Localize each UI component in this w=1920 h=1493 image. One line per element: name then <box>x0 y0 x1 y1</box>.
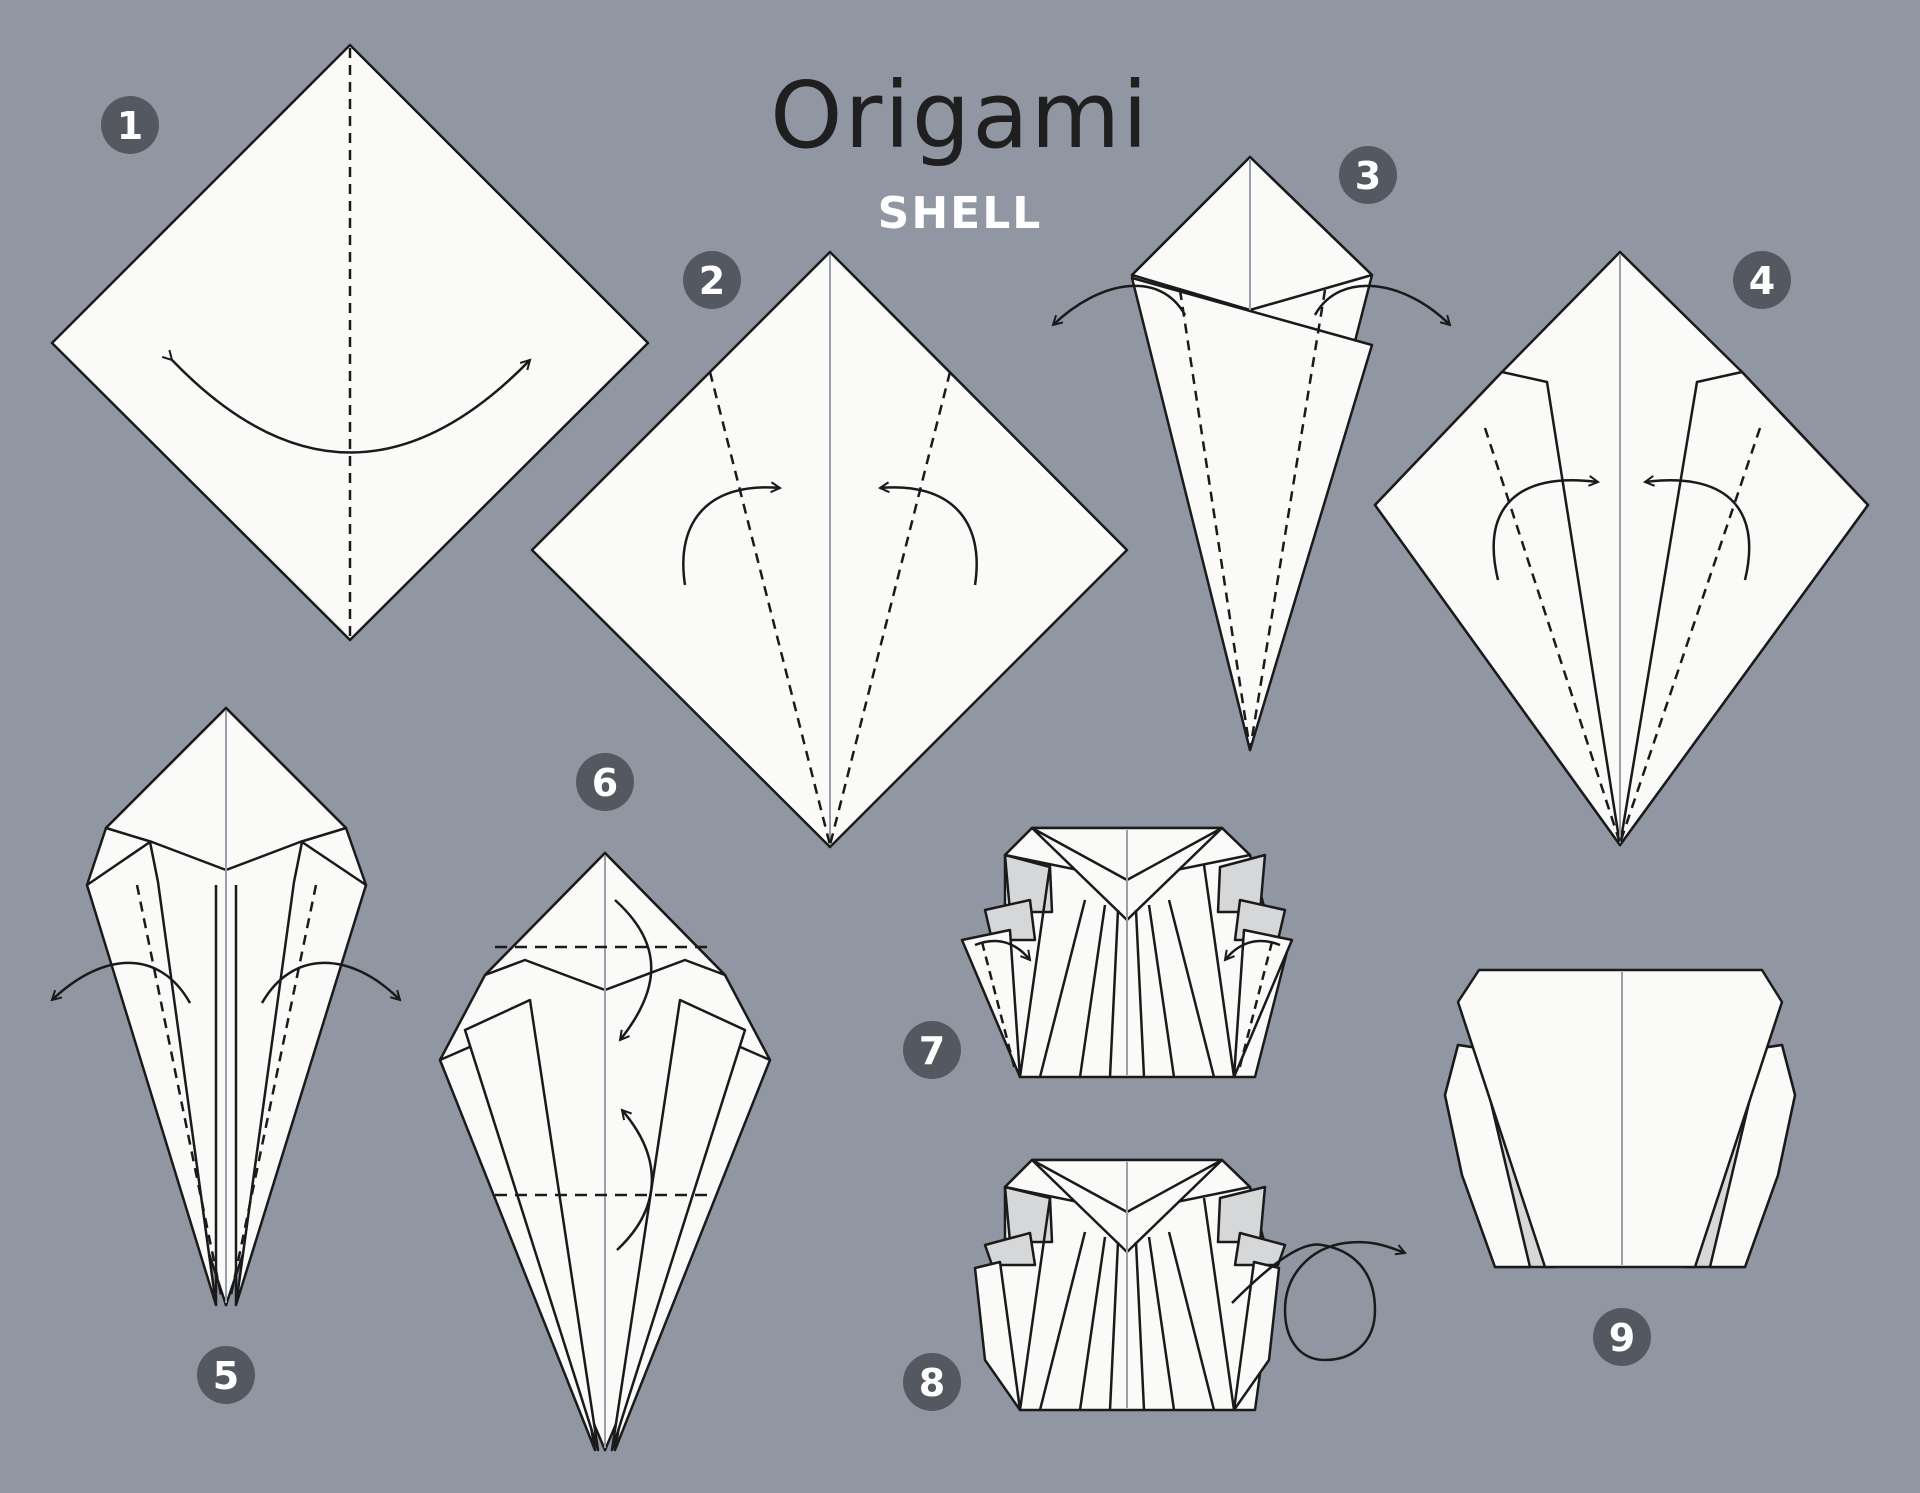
bottom-fold-arrow <box>616 1110 653 1251</box>
left-fold-arrow <box>974 939 1030 960</box>
fold-unfold-arrow <box>172 360 530 454</box>
step-badge-5: 5 <box>197 1346 255 1404</box>
turn-over-arrow <box>1231 1240 1405 1362</box>
right-fold-arrow <box>1225 939 1281 960</box>
right-edge-4 <box>1134 909 1146 1078</box>
left-fold-line <box>980 941 1017 1071</box>
step-badge-2: 2 <box>683 251 741 309</box>
right-fold-line <box>228 884 318 1301</box>
step-badge-1: 1 <box>101 96 159 154</box>
left-fold-line <box>1483 427 1622 844</box>
step-badge-4: 4 <box>1733 251 1791 309</box>
left-outer-flap <box>960 928 1022 1079</box>
left-edge-2 <box>1038 1231 1087 1411</box>
right-fold-line <box>1237 941 1274 1071</box>
step-9-diagram <box>1443 968 1797 1269</box>
step-5-diagram <box>52 706 400 1307</box>
step-badge-7: 7 <box>903 1021 961 1079</box>
page-subtitle: SHELL <box>877 188 1043 239</box>
right-shadow-upper <box>1216 853 1267 914</box>
step-badge-9: 9 <box>1593 1308 1651 1366</box>
svg-text:9: 9 <box>1609 1316 1635 1360</box>
left-fold-line <box>135 884 224 1301</box>
right-edge-1 <box>1202 864 1236 1078</box>
left-edge-3 <box>1078 904 1107 1078</box>
step-badge-6: 6 <box>576 753 634 811</box>
step-7-diagram <box>960 826 1294 1079</box>
step-2-diagram <box>530 250 1129 849</box>
svg-text:5: 5 <box>213 1354 239 1398</box>
svg-text:2: 2 <box>699 259 725 303</box>
right-edge-3 <box>1147 904 1176 1078</box>
right-shadow-upper <box>1216 1185 1267 1244</box>
right-edge-4 <box>1134 1241 1146 1411</box>
left-unfold-arrow <box>52 961 192 1004</box>
step-badge-8: 8 <box>903 1353 961 1411</box>
svg-text:3: 3 <box>1355 154 1381 198</box>
left-edge-1 <box>1018 1197 1052 1411</box>
left-shadow-lower <box>983 898 1037 942</box>
left-shadow-lower <box>983 1231 1037 1267</box>
page-title: Origami <box>770 62 1150 169</box>
left-unfold-arrow <box>1053 284 1187 325</box>
svg-text:1: 1 <box>117 104 143 148</box>
right-shadow-lower <box>1233 1231 1287 1267</box>
right-edge-2 <box>1167 899 1216 1078</box>
svg-text:7: 7 <box>919 1029 945 1073</box>
right-edge-1 <box>1202 1197 1236 1411</box>
right-fold-line <box>1248 289 1327 751</box>
left-edge-1 <box>1018 864 1052 1078</box>
right-fold-line <box>828 371 952 846</box>
left-fold-line <box>708 371 832 846</box>
shell-front <box>1456 968 1784 1269</box>
left-edge-4 <box>1108 909 1120 1078</box>
left-fold-arrow <box>682 487 780 586</box>
right-edge-3 <box>1147 1236 1176 1411</box>
right-flap <box>234 840 368 1307</box>
right-outer-flap <box>1232 928 1294 1079</box>
left-flap <box>85 840 218 1307</box>
left-edge-4 <box>1108 1241 1120 1411</box>
right-flap <box>1618 370 1870 847</box>
step-4-diagram <box>1373 250 1870 847</box>
left-fold-line <box>1178 289 1252 751</box>
right-unfold-arrow <box>1313 284 1450 325</box>
right-fold-line <box>1618 427 1762 844</box>
left-edge-2 <box>1038 899 1087 1078</box>
left-fold-arrow <box>1492 480 1598 581</box>
step-3-diagram <box>1053 155 1450 752</box>
right-edge-2 <box>1167 1231 1216 1411</box>
step-1-diagram <box>50 43 650 642</box>
step-6-diagram <box>438 851 772 1452</box>
right-fold-arrow <box>880 487 978 586</box>
step-badge-3: 3 <box>1339 146 1397 204</box>
right-fold-arrow <box>1645 480 1751 581</box>
step-8-diagram <box>973 1158 1405 1412</box>
svg-text:6: 6 <box>592 761 618 805</box>
right-mid-flap <box>610 998 747 1452</box>
right-unfold-arrow <box>260 961 400 1004</box>
left-mid-flap <box>463 998 600 1452</box>
svg-text:4: 4 <box>1749 259 1775 303</box>
front-flap <box>1130 276 1374 752</box>
svg-text:8: 8 <box>919 1361 945 1405</box>
left-shadow-upper <box>1003 853 1054 914</box>
left-edge-3 <box>1078 1236 1107 1411</box>
top-fold-arrow <box>614 899 653 1040</box>
